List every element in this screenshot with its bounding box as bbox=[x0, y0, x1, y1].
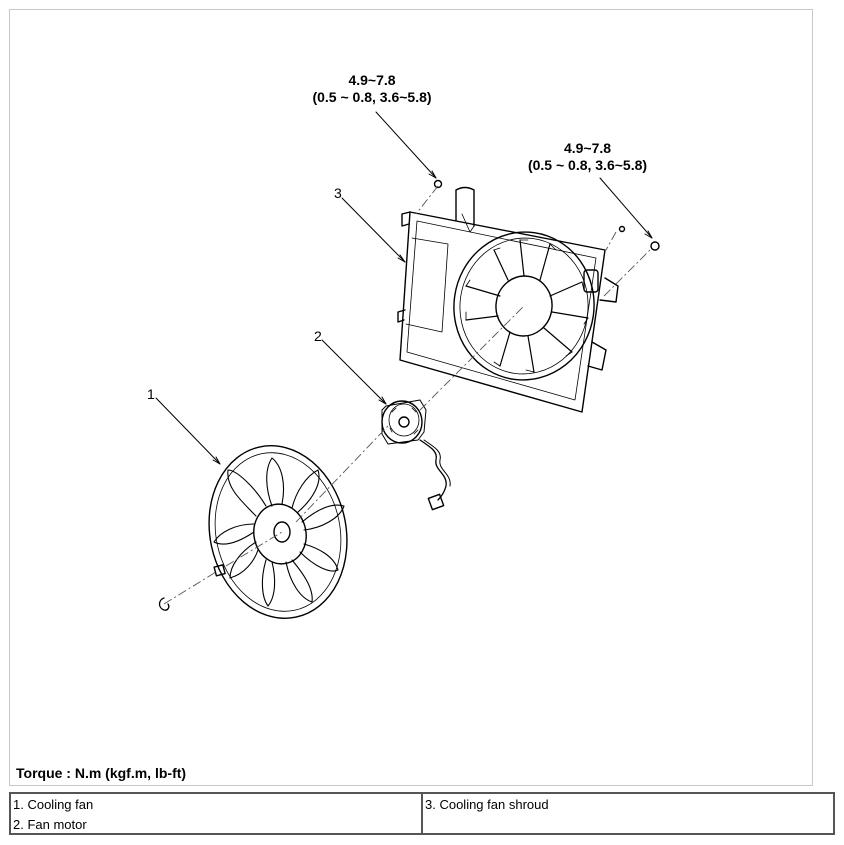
part-number-cooling-fan-shroud: 3 bbox=[334, 185, 342, 201]
legend-item-fan-motor: 2. Fan motor bbox=[13, 817, 87, 832]
part-number-cooling-fan: 1 bbox=[147, 386, 155, 402]
part-number-fan-motor: 2 bbox=[314, 328, 322, 344]
torque-callout-upper: 4.9~7.8 (0.5 ~ 0.8, 3.6~5.8) bbox=[292, 72, 452, 106]
legend-column-left: 1. Cooling fan 2. Fan motor bbox=[11, 794, 421, 833]
parts-legend-table: 1. Cooling fan 2. Fan motor 3. Cooling f… bbox=[9, 792, 835, 835]
legend-column-right: 3. Cooling fan shroud bbox=[421, 794, 833, 833]
torque-conversion: (0.5 ~ 0.8, 3.6~5.8) bbox=[312, 89, 432, 105]
exploded-view-drawing bbox=[155, 111, 660, 619]
torque-conversion: (0.5 ~ 0.8, 3.6~5.8) bbox=[527, 157, 648, 173]
fan-motor bbox=[381, 399, 451, 511]
torque-value: 4.9~7.8 bbox=[563, 140, 612, 156]
legend-item-cooling-fan: 1. Cooling fan bbox=[13, 797, 94, 812]
torque-callout-right: 4.9~7.8 (0.5 ~ 0.8, 3.6~5.8) bbox=[510, 140, 665, 174]
torque-unit-label: Torque : N.m (kgf.m, lb-ft) bbox=[16, 765, 187, 781]
diagram-frame bbox=[9, 9, 813, 786]
torque-value: 4.9~7.8 bbox=[348, 72, 396, 88]
cooling-fan bbox=[158, 445, 348, 619]
cooling-fan-shroud bbox=[397, 179, 660, 413]
legend-item-cooling-fan-shroud: 3. Cooling fan shroud bbox=[425, 797, 549, 812]
